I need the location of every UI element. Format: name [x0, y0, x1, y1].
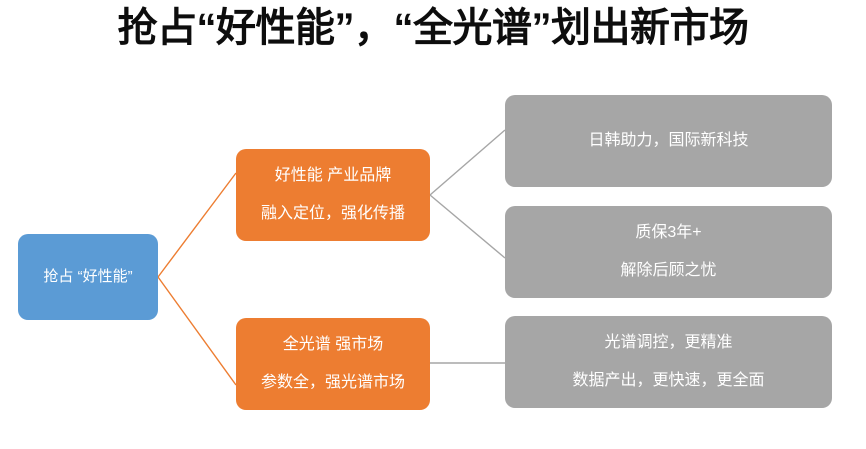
connector-branch-1-to-leaf-1 — [429, 129, 506, 196]
node-leaf-international-tech[interactable]: 日韩助力，国际新科技 — [505, 95, 832, 187]
node-branch-1-line-2: 融入定位，强化传播 — [260, 205, 405, 222]
node-root[interactable]: 抢占 “好性能” — [18, 234, 158, 320]
node-branch-1-line-1: 好性能 产业品牌 — [274, 167, 392, 184]
node-branch-2-line-2: 参数全，强光谱市场 — [260, 374, 405, 391]
node-leaf-1-line-1: 日韩助力，国际新科技 — [588, 132, 749, 149]
node-leaf-spectrum-control[interactable]: 光谱调控，更精准 数据产出，更快速，更全面 — [505, 316, 832, 408]
node-branch-performance[interactable]: 好性能 产业品牌 融入定位，强化传播 — [236, 149, 430, 241]
node-leaf-3-line-1: 光谱调控，更精准 — [604, 334, 733, 351]
page-title: 抢占“好性能”，“全光谱”划出新市场 — [117, 6, 750, 50]
node-leaf-warranty[interactable]: 质保3年+ 解除后顾之忧 — [505, 206, 832, 298]
node-leaf-3-line-2: 数据产出，更快速，更全面 — [572, 372, 765, 389]
connector-root-to-branch-2-line — [157, 276, 237, 386]
node-leaf-2-line-1: 质保3年+ — [635, 224, 702, 241]
node-root-label: 抢占 “好性能” — [43, 268, 133, 285]
connector-root-to-branch-1-line — [157, 172, 237, 278]
node-branch-spectrum[interactable]: 全光谱 强市场 参数全，强光谱市场 — [236, 318, 430, 410]
node-branch-2-line-1: 全光谱 强市场 — [282, 336, 384, 353]
node-leaf-2-line-2: 解除后顾之忧 — [620, 262, 717, 279]
connector-branch-1-to-leaf-2 — [429, 194, 506, 259]
